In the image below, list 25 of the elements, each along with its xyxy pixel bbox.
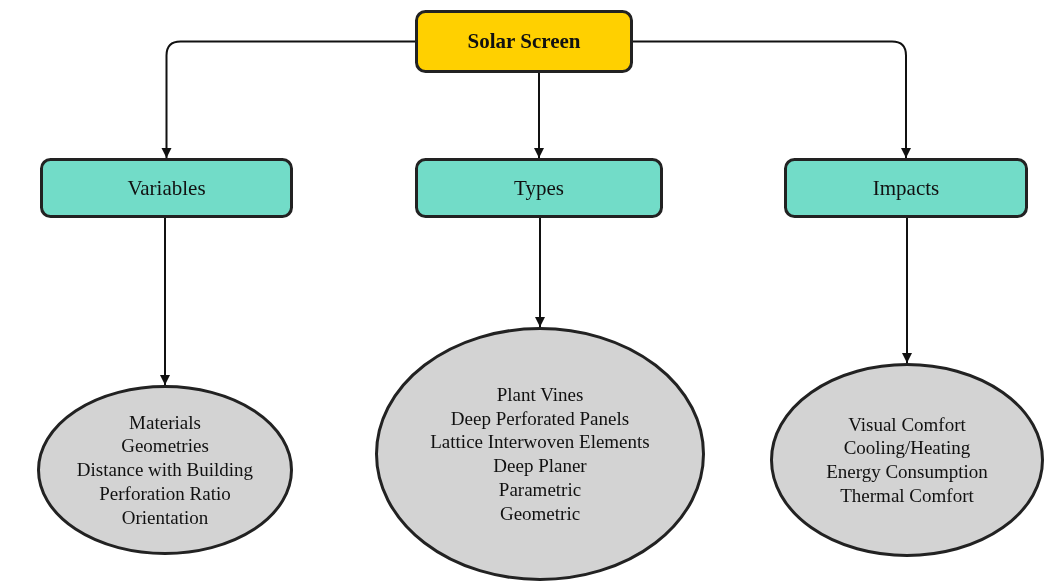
list-item: Materials: [129, 410, 201, 435]
box-label: Impacts: [872, 177, 940, 199]
arrow: [632, 40, 911, 159]
box-label: Types: [514, 177, 564, 199]
list-item: Thermal Comfort: [840, 483, 974, 508]
box-title: Solar Screen: [467, 31, 581, 52]
list-item: Distance with Building: [76, 458, 254, 482]
arrow: [160, 217, 170, 386]
list-item: Energy Consumption: [826, 460, 988, 484]
list-item: Geometries: [121, 434, 209, 459]
arrow: [535, 217, 545, 328]
list-item: Deep Planer: [493, 454, 587, 478]
arrow: [161, 40, 416, 159]
list-item: Geometric: [499, 501, 581, 526]
box-label: Variables: [127, 177, 206, 199]
list-item: Cooling/Heating: [843, 436, 971, 460]
list-item: Parametric: [498, 477, 582, 502]
list-item: Orientation: [121, 505, 209, 530]
arrow: [902, 217, 912, 364]
list-item: Plant Vines: [496, 382, 584, 407]
list-item: Visual Comfort: [848, 412, 966, 437]
arrow: [534, 72, 544, 159]
list-item: Perforation Ratio: [99, 481, 231, 506]
list-item: Lattice Interwoven Elements: [430, 430, 650, 454]
list-item: Deep Perforated Panels: [450, 406, 630, 431]
